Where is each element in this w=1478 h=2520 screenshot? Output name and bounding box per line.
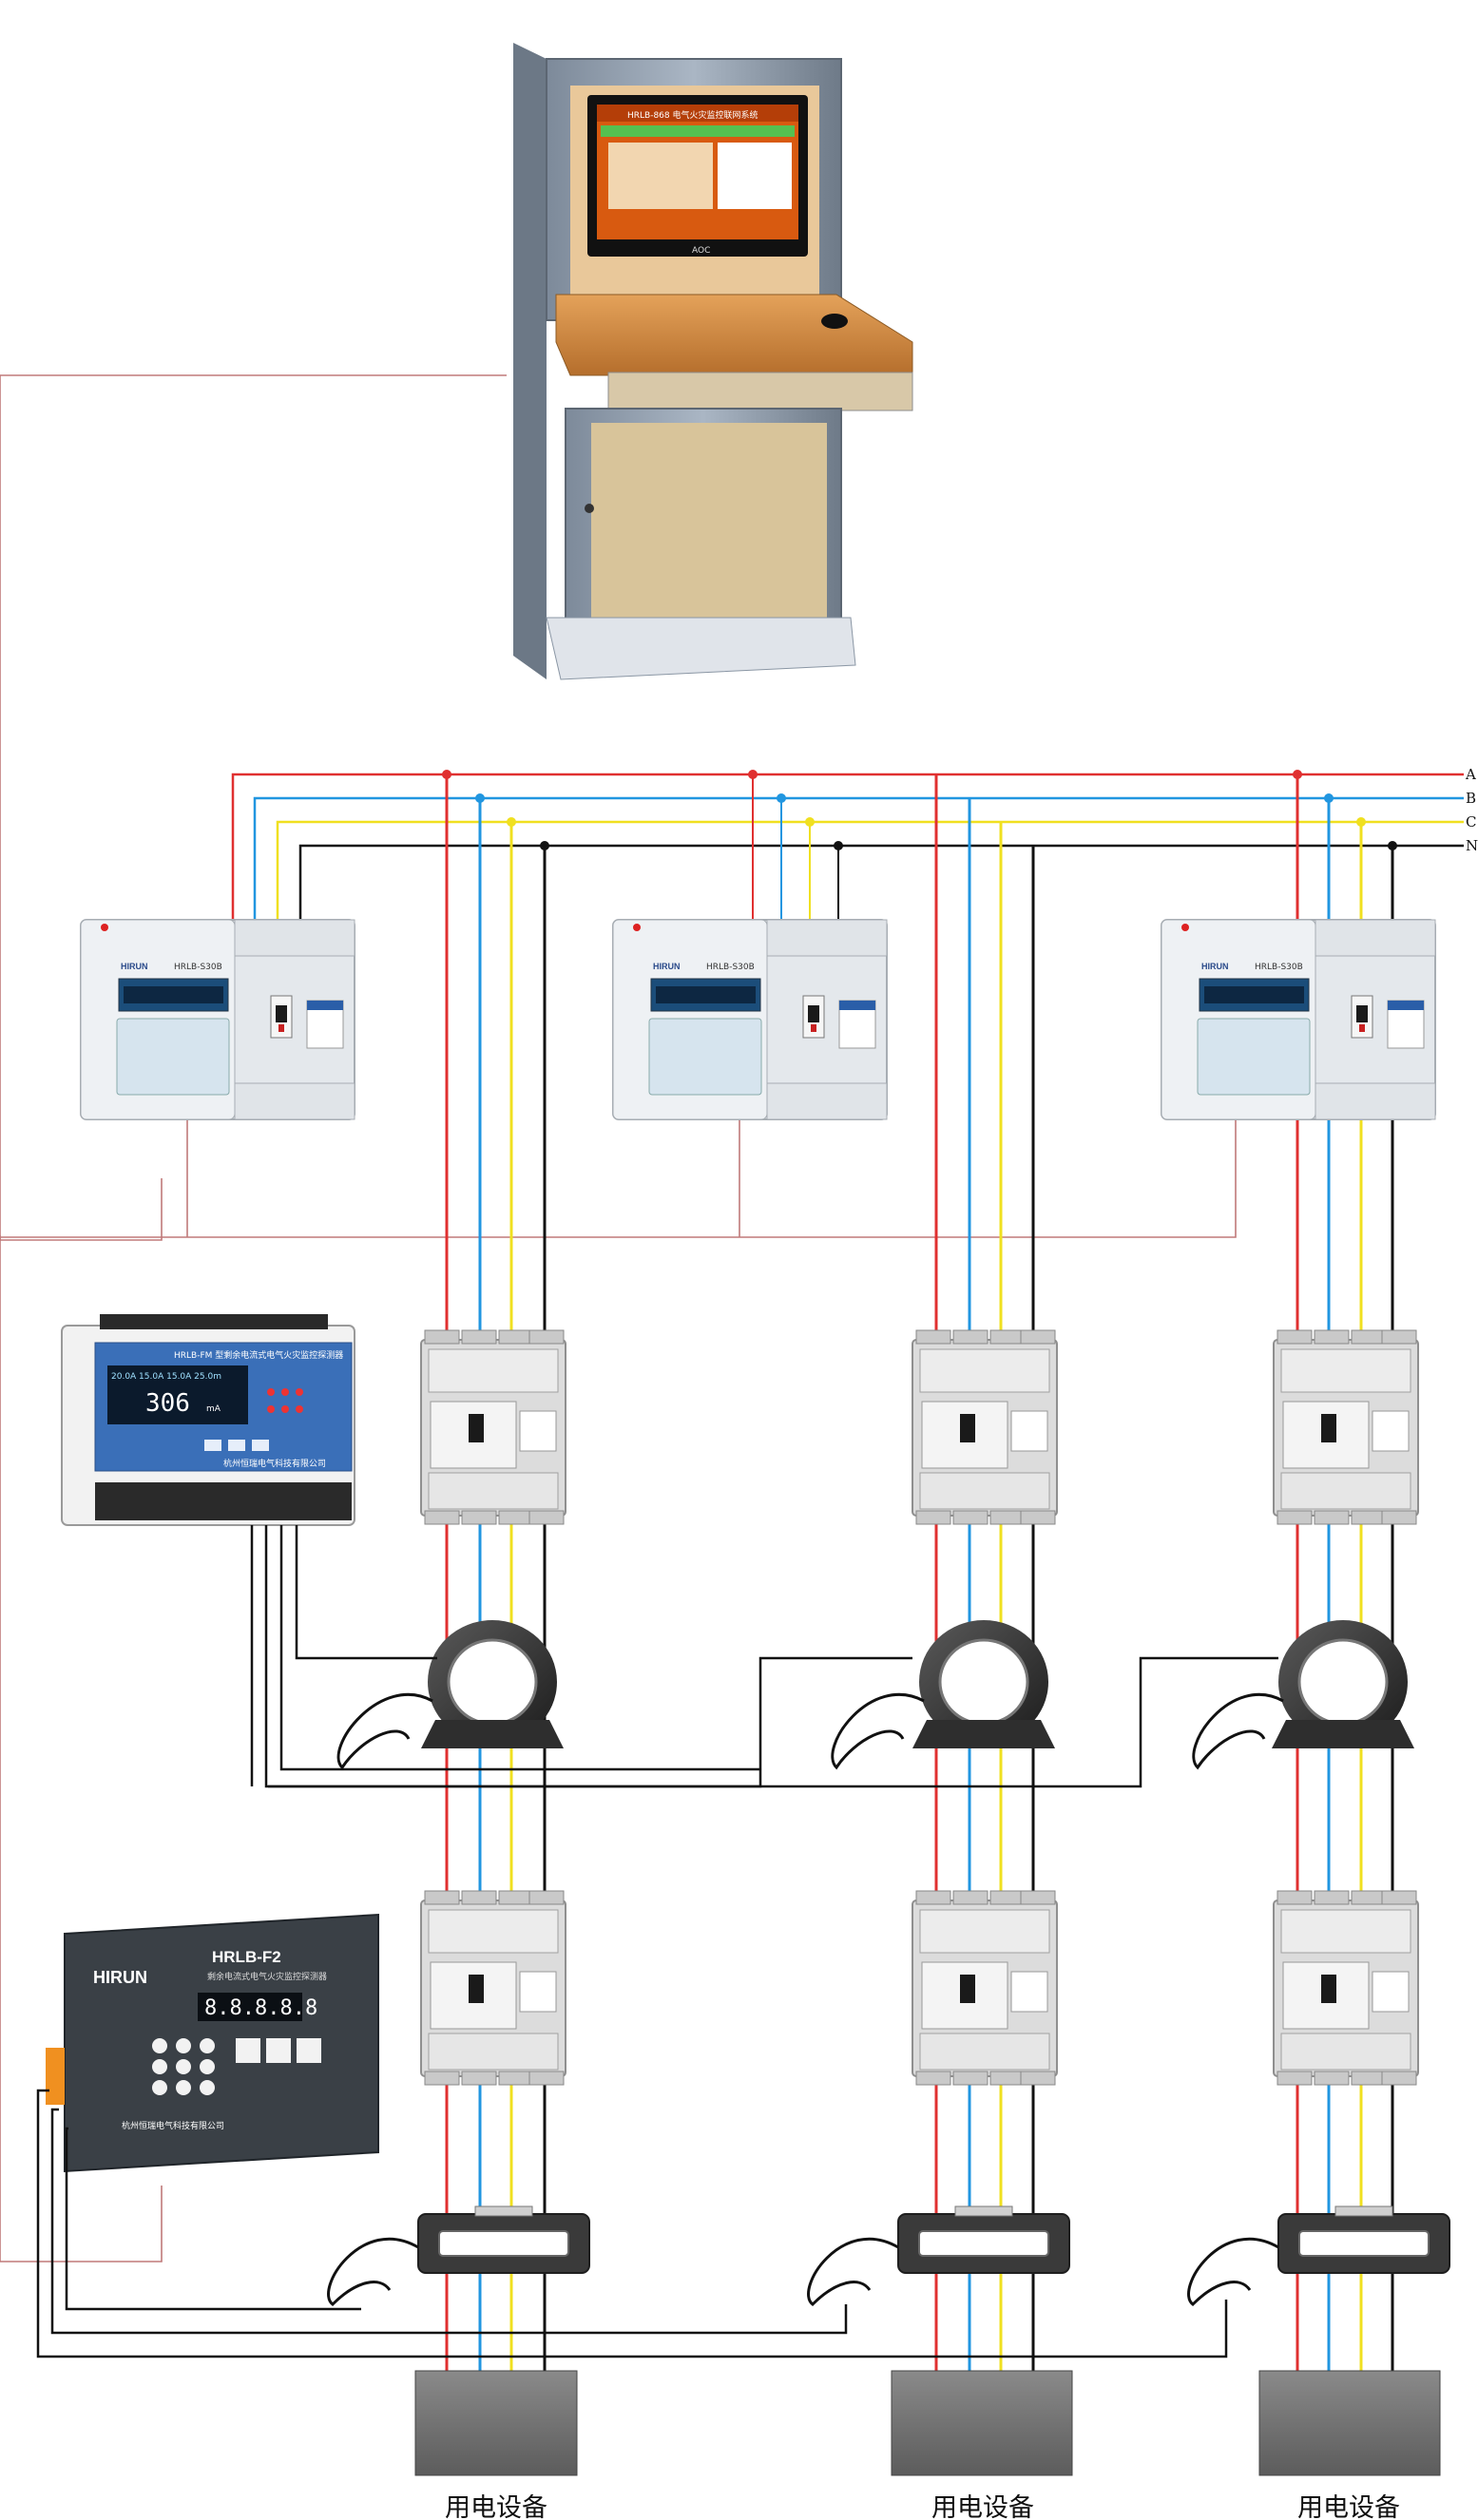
ring-ct-1	[419, 1618, 566, 1750]
breaker-lower-2	[912, 1890, 1058, 2086]
din-detector-company: 杭州恒瑞电气科技有限公司	[223, 1458, 326, 1469]
load-label-1: 用电设备	[445, 2493, 547, 2520]
rect-ct-row	[417, 2205, 1450, 2274]
load-label-3: 用电设备	[1297, 2493, 1400, 2520]
panel-detector-model: HRLB-F2	[212, 1948, 281, 1966]
rect-ct-1	[417, 2205, 590, 2274]
wall-detector-2: HIRUN HRLB-S30B	[612, 919, 888, 1120]
phase-label-n: N	[1466, 837, 1478, 854]
load-3: 用电设备	[1258, 2370, 1441, 2520]
phase-label-a: A	[1465, 766, 1476, 783]
breaker-upper-3	[1273, 1329, 1419, 1525]
panel-keypad	[152, 2038, 321, 2095]
wall-detector-model: HRLB-S30B	[706, 963, 755, 972]
din-detector-unit: mA	[206, 1404, 221, 1414]
breaker-upper-2	[912, 1329, 1058, 1525]
panel-detector-company: 杭州恒瑞电气科技有限公司	[122, 2120, 224, 2131]
wall-detector-model: HRLB-S30B	[174, 963, 222, 972]
rect-ct-leads	[327, 2238, 1279, 2306]
monitoring-workstation: HRLB-868 电气火灾监控联网系统 AOC	[513, 43, 913, 680]
panel-detector-subtitle: 剩余电流式电气火灾监控探测器	[207, 1971, 327, 1982]
phase-label-c: C	[1466, 813, 1476, 830]
panel-detector: HIRUN HRLB-F2 剩余电流式电气火灾监控探测器 8.8.8.8.8 杭…	[46, 1913, 379, 2173]
ct-leads	[336, 1692, 1284, 1770]
rect-ct-signal-bus	[36, 2089, 1228, 2358]
wall-detector-3: HIRUN HRLB-S30B	[1161, 919, 1436, 1120]
panel-detector-display: 8.8.8.8.8	[204, 1996, 317, 2020]
lower-breakers	[420, 1890, 1419, 2086]
wall-detector-brand: HIRUN	[121, 962, 148, 971]
feeder-1	[445, 774, 547, 2371]
ring-ct-row	[419, 1618, 1416, 1750]
wall-detector-1: HIRUN HRLB-S30B	[80, 919, 355, 1120]
feeder-2	[934, 774, 1035, 2371]
din-detector-model: HRLB-FM 型剩余电流式电气火灾监控探测器	[174, 1349, 343, 1361]
monitor-brand-logo: AOC	[692, 246, 710, 256]
breaker-upper-1	[420, 1329, 566, 1525]
rect-ct-2	[897, 2205, 1070, 2274]
detector-taps	[752, 774, 1298, 922]
din-detector-value: 306	[145, 1389, 190, 1418]
signal-wires	[0, 374, 1237, 2262]
din-detector-display-top: 20.0A 15.0A 15.0A 25.0m	[111, 1372, 221, 1382]
ct-signal-bus	[250, 1525, 1278, 1788]
panel-detector-brand: HIRUN	[93, 1968, 147, 1987]
load-1: 用电设备	[414, 2370, 578, 2520]
wall-detector-model: HRLB-S30B	[1255, 963, 1303, 972]
upper-breakers	[420, 1329, 1419, 1525]
screen-title: HRLB-868 电气火灾监控联网系统	[627, 109, 758, 121]
breaker-lower-1	[420, 1890, 566, 2086]
load-2: 用电设备	[891, 2370, 1073, 2520]
rect-ct-3	[1277, 2205, 1450, 2274]
load-label-2: 用电设备	[931, 2493, 1034, 2520]
phase-labels: A B C N	[1465, 766, 1478, 854]
wall-detector-brand: HIRUN	[653, 962, 681, 971]
wall-detector-brand: HIRUN	[1201, 962, 1229, 971]
din-rail-detector: HRLB-FM 型剩余电流式电气火灾监控探测器 20.0A 15.0A 15.0…	[61, 1314, 355, 1526]
breaker-lower-3	[1273, 1890, 1419, 2086]
bus-lines	[231, 773, 1464, 922]
phase-label-b: B	[1466, 790, 1476, 807]
junction-dots	[442, 770, 1397, 850]
